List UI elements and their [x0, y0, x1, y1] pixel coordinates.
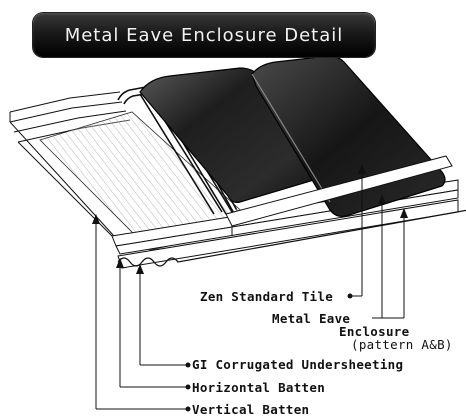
title-banner: Metal Eave Enclosure Detail — [33, 13, 375, 57]
leader-arrowheads — [92, 164, 408, 274]
label-vertical-batten: Vertical Batten — [192, 402, 310, 417]
eave-trim — [225, 155, 453, 236]
label-horizontal-batten: Horizontal Batten — [192, 380, 326, 395]
rafter-structure — [9, 91, 131, 245]
label-metal-eave-line2: Enclosure — [339, 324, 410, 339]
diagram-title: Metal Eave Enclosure Detail — [64, 24, 344, 46]
label-metal-eave-line3: (pattern A&B) — [351, 337, 453, 352]
label-metal-eave-line1: Metal Eave — [272, 311, 351, 326]
label-zen-standard-tile: Zen Standard Tile — [200, 289, 334, 304]
label-dots — [185, 293, 353, 412]
corrugation-profile — [117, 209, 466, 267]
leader-lines — [95, 168, 405, 410]
label-gi-corrugated-undersheeting: GI Corrugated Undersheeting — [192, 357, 404, 372]
